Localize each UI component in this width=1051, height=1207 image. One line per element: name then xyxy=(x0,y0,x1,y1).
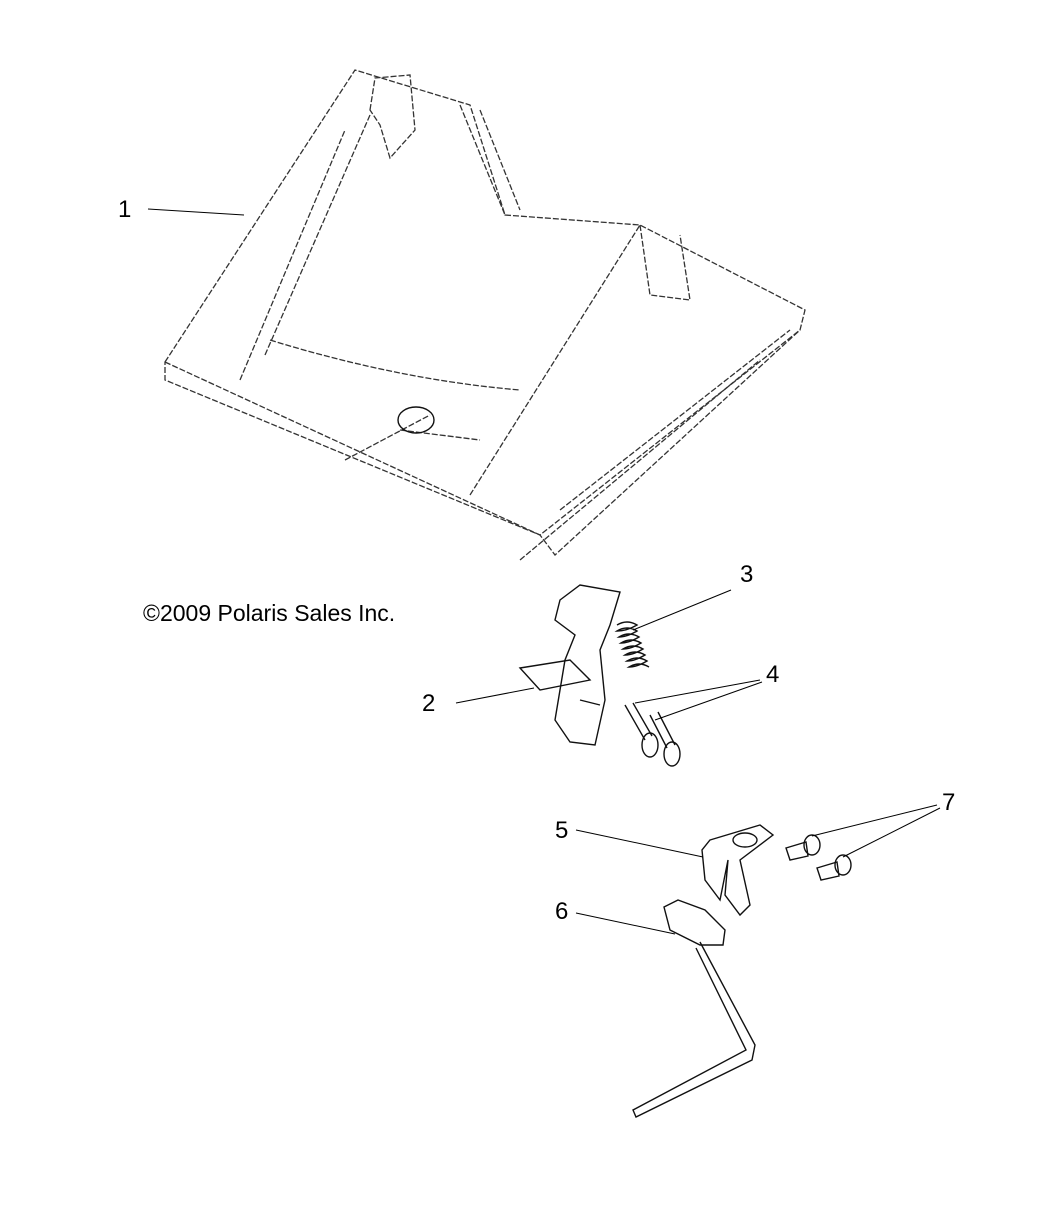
callout-6: 6 xyxy=(555,898,568,925)
copyright-text: ©2009 Polaris Sales Inc. xyxy=(143,600,395,626)
screws-drawing xyxy=(624,702,681,767)
mounting-bracket-drawing xyxy=(701,824,775,917)
leader-line-6 xyxy=(575,912,676,935)
latch-bracket-drawing xyxy=(518,584,621,746)
leader-line-3 xyxy=(632,589,732,631)
callout-5: 5 xyxy=(555,817,568,844)
leader-line-4a xyxy=(634,679,761,704)
leader-line-2 xyxy=(455,687,535,704)
spring-drawing xyxy=(614,621,650,668)
leader-line-4b xyxy=(654,681,763,721)
leader-line-1 xyxy=(147,208,245,216)
callout-3: 3 xyxy=(740,561,753,588)
leader-line-5 xyxy=(575,829,704,858)
leader-line-7a xyxy=(811,804,938,837)
leader-line-7b xyxy=(842,807,941,858)
callout-2: 2 xyxy=(422,690,435,717)
callout-4: 4 xyxy=(766,661,779,688)
callout-1: 1 xyxy=(118,196,131,223)
bolts-drawing xyxy=(785,834,852,881)
latch-rod-drawing xyxy=(632,899,756,1118)
callout-7: 7 xyxy=(942,789,955,816)
hood-panel-drawing xyxy=(164,69,806,561)
